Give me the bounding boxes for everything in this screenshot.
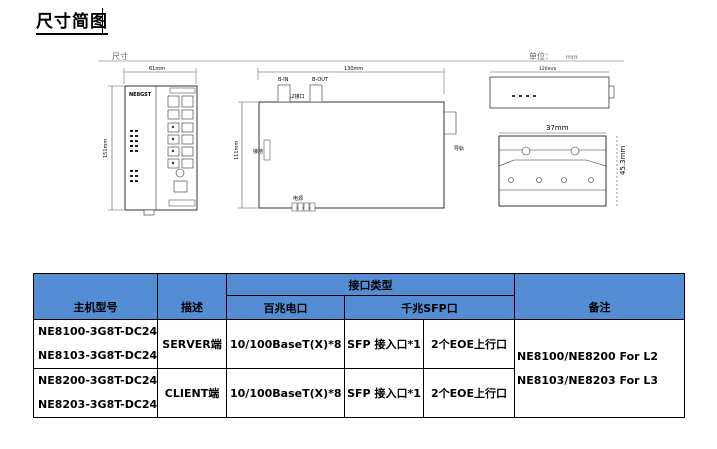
header-interface-type: 接口类型 — [226, 273, 515, 296]
port-label-bin: B-IN — [278, 77, 289, 83]
unit-value: mm — [566, 54, 578, 61]
rail-width-label: 37mm — [546, 124, 569, 132]
model-name: NE8203-3G8T-DC24 — [38, 398, 158, 411]
sfp-in-cell: SFP 接入口*1 — [344, 319, 424, 369]
side-depth-label: 130mm — [344, 66, 363, 72]
top-enclosure — [489, 76, 610, 109]
side-label-rail: 导轨 — [454, 145, 464, 152]
remark-cell: NE8100/NE8200 For L2 NE8103/NE8203 For L… — [514, 319, 685, 418]
rail-enclosure — [498, 135, 607, 207]
dimension-drawing: 尺寸 单位： mm 61mm 151mm NE8GST — [98, 51, 627, 216]
remark-line: NE8103/NE8203 For L3 — [517, 373, 659, 387]
header-fast-eth: 百兆电口 — [226, 295, 345, 320]
front-height-label: 151mm — [103, 139, 109, 158]
sfp-up-cell: 2个EOE上行口 — [423, 368, 515, 418]
text-cursor — [102, 8, 103, 34]
drawing-header-text: 尺寸 — [112, 51, 128, 61]
fast-eth-cell: 10/100BaseT(X)*8 — [226, 368, 345, 418]
side-view: 130mm B-IN B-OUT M12接口 111mm 接地 导轨 电源 — [234, 66, 464, 212]
header-gig-sfp: 千兆SFP口 — [344, 295, 515, 320]
rail-height-label: 45.3mm — [619, 146, 627, 175]
fast-eth-cell: 10/100BaseT(X)*8 — [226, 319, 345, 369]
table-row: NE8200-3G8T-DC24 NE8203-3G8T-DC24 CLIENT… — [33, 368, 685, 418]
sfp-up-cell: 2个EOE上行口 — [423, 319, 515, 369]
front-view: 61mm 151mm NE8GST — [103, 66, 198, 216]
model-cell: NE8200-3G8T-DC24 NE8203-3G8T-DC24 — [33, 368, 158, 418]
top-view: 120mm — [489, 66, 615, 109]
header-remark: 备注 — [514, 273, 685, 320]
side-label-ground: 接地 — [253, 148, 263, 155]
header-desc: 描述 — [157, 273, 227, 320]
model-name: NE8200-3G8T-DC24 — [38, 374, 158, 387]
side-height-label: 111mm — [234, 141, 240, 160]
model-name: NE8100-3G8T-DC24 — [38, 325, 158, 338]
port-label-bout: B-OUT — [312, 77, 329, 83]
remark-line: NE8100/NE8200 For L2 — [517, 349, 659, 363]
spec-table: 主机型号 描述 接口类型 备注 百兆电口 千兆SFP口 NE8100-3G8T-… — [33, 273, 685, 418]
top-depth-label: 120mm — [539, 66, 556, 72]
desc-cell: SERVER端 — [157, 319, 227, 369]
front-width-label: 61mm — [149, 66, 165, 72]
panel-brand: NE8GST — [129, 92, 152, 98]
desc-cell: CLIENT端 — [157, 368, 227, 418]
sfp-in-cell: SFP 接入口*1 — [344, 368, 424, 418]
header-model: 主机型号 — [33, 273, 158, 320]
model-name: NE8103-3G8T-DC24 — [38, 349, 158, 362]
side-enclosure — [258, 101, 445, 209]
model-cell: NE8100-3G8T-DC24 NE8103-3G8T-DC24 — [33, 319, 158, 369]
page-title: 尺寸简图 — [36, 11, 108, 35]
m12-label: M12接口 — [284, 93, 305, 100]
unit-label: 单位： — [529, 51, 553, 61]
power-label: 电源 — [293, 195, 303, 202]
table-row: NE8100-3G8T-DC24 NE8103-3G8T-DC24 SERVER… — [33, 319, 685, 418]
rail-view: 37mm 45.3mm — [498, 124, 627, 207]
